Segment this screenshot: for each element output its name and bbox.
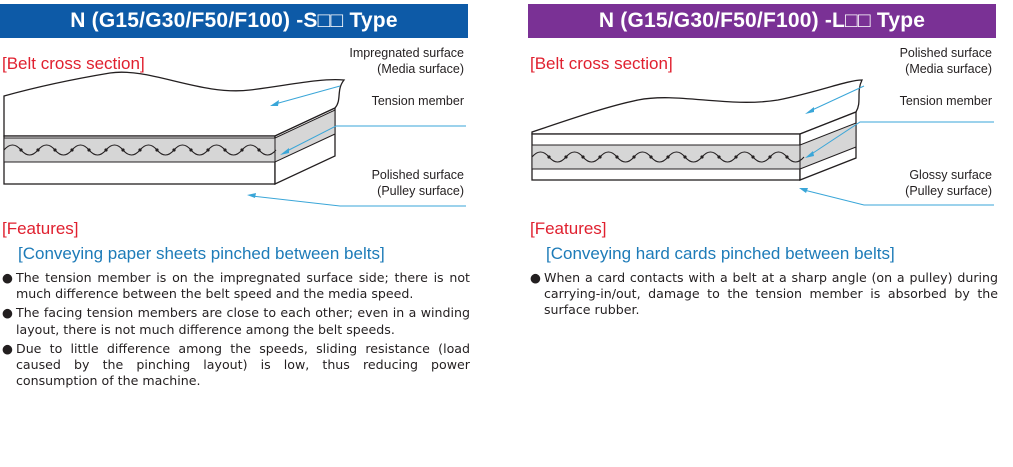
belt-cross-section-diagram-l xyxy=(531,79,994,206)
features-list: ●The tension member is on the impregnate… xyxy=(2,270,470,392)
callout-bottom-surface: Glossy surface (Pulley surface) xyxy=(905,168,992,198)
bullet-icon: ● xyxy=(2,270,13,285)
callout-lines xyxy=(803,85,994,206)
callout-tension-member: Tension member xyxy=(899,94,992,108)
feature-item: ●The facing tension members are close to… xyxy=(2,305,470,337)
features-label: [Features] xyxy=(2,219,79,238)
header-title-l-type: N (G15/G30/F50/F100) -L□□ Type xyxy=(528,4,996,38)
callout-tension-member: Tension member xyxy=(371,94,464,108)
features-subtitle: [Conveying hard cards pinched between be… xyxy=(546,244,895,263)
belt-top-face xyxy=(531,79,864,135)
callout-arrowheads xyxy=(247,100,289,198)
belt-cross-section-label: [Belt cross section] xyxy=(530,54,673,73)
belt-cross-section-diagram-s xyxy=(3,71,466,207)
callout-lines xyxy=(251,85,466,207)
callout-bottom-surface: Polished surface (Pulley surface) xyxy=(371,168,464,198)
belt-cross-section-label: [Belt cross section] xyxy=(2,54,145,73)
header-title-s-type: N (G15/G30/F50/F100) -S□□ Type xyxy=(0,4,468,38)
panel-l-type: N (G15/G30/F50/F100) -L□□ Type [Belt cro… xyxy=(528,0,998,467)
feature-item: ●When a card contacts with a belt at a s… xyxy=(530,270,998,318)
tension-member-dots xyxy=(547,155,789,159)
callout-top-surface: Impregnated surface (Media surface) xyxy=(349,46,464,76)
bullet-icon: ● xyxy=(2,305,13,321)
features-subtitle: [Conveying paper sheets pinched between … xyxy=(18,244,385,263)
callout-top-surface: Polished surface (Media surface) xyxy=(899,46,992,76)
bullet-icon: ● xyxy=(2,340,13,356)
bullet-icon: ● xyxy=(530,270,541,285)
features-list: ●When a card contacts with a belt at a s… xyxy=(530,270,998,322)
features-label: [Features] xyxy=(530,219,607,238)
feature-item: ●Due to little difference among the spee… xyxy=(2,340,470,389)
tension-member-band xyxy=(531,144,801,170)
feature-item: ●The tension member is on the impregnate… xyxy=(2,270,470,302)
callout-arrowheads xyxy=(799,107,814,193)
tension-member-dots xyxy=(19,148,261,152)
belt-top-face xyxy=(3,71,346,137)
panel-s-type: N (G15/G30/F50/F100) -S□□ Type [Belt cro… xyxy=(0,0,470,467)
